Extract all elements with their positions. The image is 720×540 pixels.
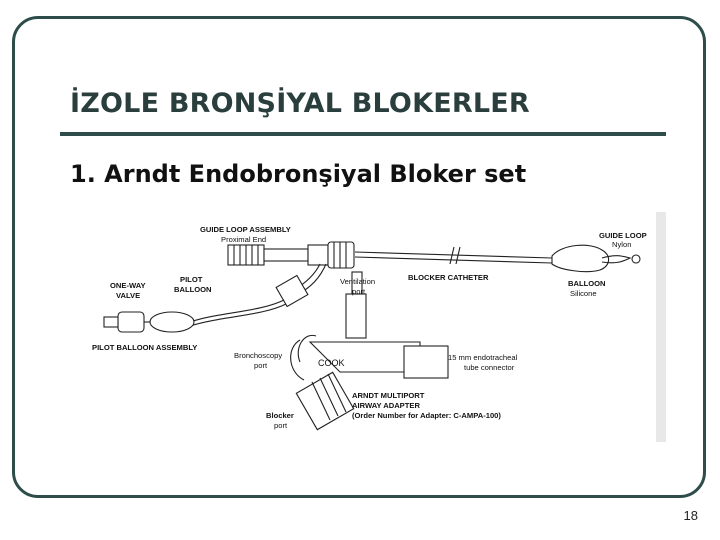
label-adapter-2: AIRWAY ADAPTER	[352, 401, 420, 410]
label-pilot-2: BALLOON	[174, 285, 212, 294]
blocker-catheter-drawing	[354, 246, 553, 265]
label-proximal-end: Proximal End	[221, 235, 266, 244]
label-bronchoscopy-2: port	[254, 361, 268, 370]
label-pilot-balloon-assembly: PILOT BALLOON ASSEMBLY	[92, 343, 197, 352]
label-pilot-1: PILOT	[180, 275, 203, 284]
label-balloon: BALLOON	[568, 279, 606, 288]
label-guide-loop-assembly: GUIDE LOOP ASSEMBLY	[200, 225, 291, 234]
label-silicone: Silicone	[570, 289, 597, 298]
slide-title: İZOLE BRONŞİYAL BLOKERLER	[70, 88, 530, 119]
label-order-number: (Order Number for Adapter: C-AMPA-100)	[352, 411, 501, 420]
airway-adapter-drawing	[290, 271, 449, 431]
bronchial-blocker-diagram: GUIDE LOOP ASSEMBLY Proximal End GUIDE L…	[92, 212, 666, 442]
label-tube-connector-1: 15 mm endotracheal	[448, 353, 518, 362]
label-nylon: Nylon	[612, 240, 631, 249]
label-blocker-catheter: BLOCKER CATHETER	[408, 273, 489, 282]
page-number: 18	[683, 508, 698, 523]
label-one-way-1: ONE-WAY	[110, 281, 146, 290]
label-guide-loop: GUIDE LOOP	[599, 231, 647, 240]
guide-loop-assembly-drawing	[227, 241, 355, 269]
label-bronchoscopy-1: Bronchoscopy	[234, 351, 282, 360]
label-tube-connector-2: tube connector	[464, 363, 515, 372]
title-underline	[60, 132, 666, 136]
label-one-way-2: VALVE	[116, 291, 140, 300]
pilot-balloon-drawing	[103, 311, 195, 333]
label-adapter-1: ARNDT MULTIPORT	[352, 391, 425, 400]
side-arm-drawing	[189, 263, 327, 327]
label-blocker-port-1: Blocker	[266, 411, 294, 420]
label-blocker-port-2: port	[274, 421, 288, 430]
label-ventilation-1: Ventilation	[340, 277, 375, 286]
label-ventilation-2: port	[352, 287, 366, 296]
balloon-drawing	[551, 244, 641, 273]
brand-label: COOK	[318, 358, 345, 368]
slide-subtitle: 1. Arndt Endobronşiyal Bloker set	[70, 160, 527, 188]
scan-edge	[656, 212, 666, 442]
